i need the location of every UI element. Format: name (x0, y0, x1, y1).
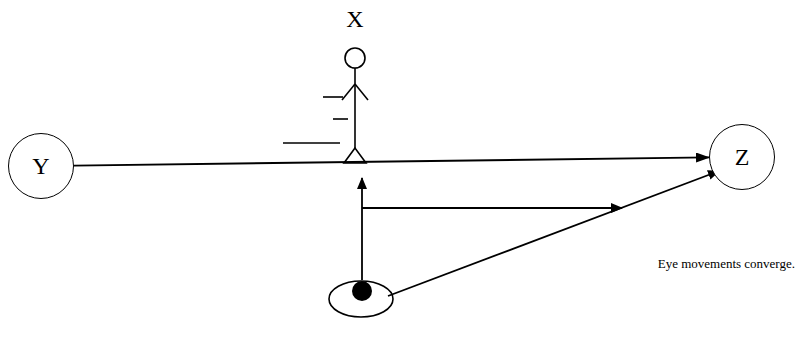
arrow-connector (74, 157, 709, 165)
speed-lines (283, 97, 348, 143)
node-letter: Y (32, 154, 49, 178)
circle-node: Y (8, 133, 74, 199)
node-letter: Z (735, 145, 750, 169)
eye (329, 281, 393, 317)
eye-movement-arrows (362, 171, 719, 296)
circle-node: Z (709, 124, 775, 190)
note-text: Eye movements converge. (658, 257, 795, 272)
figure-label: X (346, 6, 363, 34)
stick-figure (342, 48, 368, 163)
